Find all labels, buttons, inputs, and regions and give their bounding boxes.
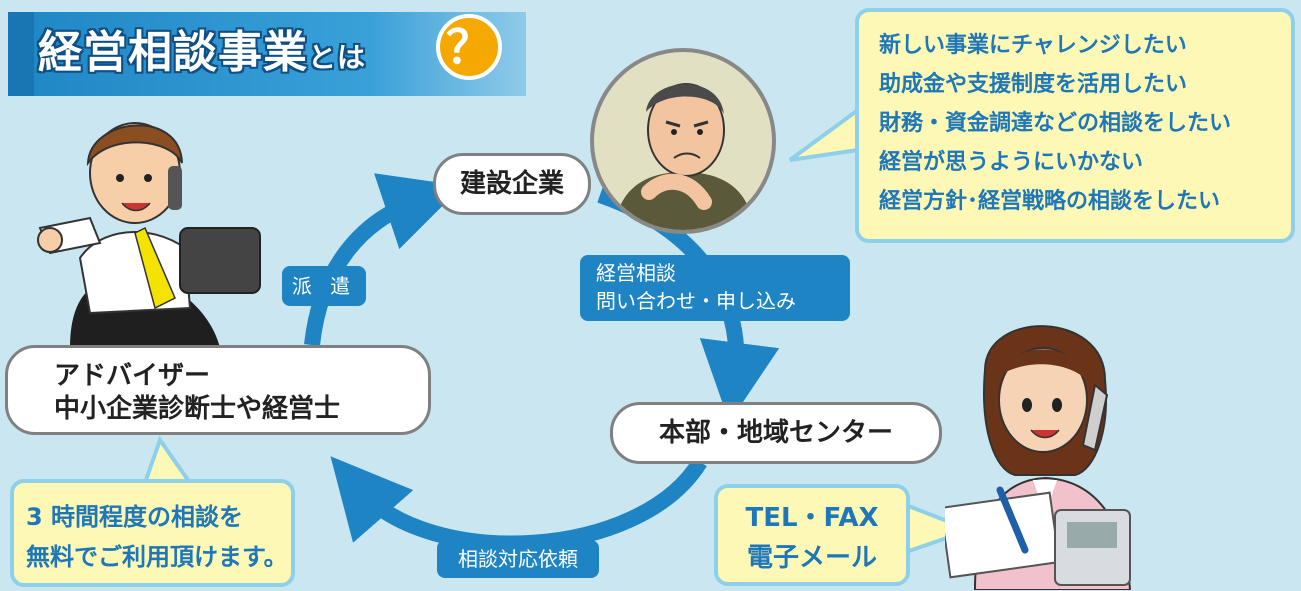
label-dispatch: 派 遣 xyxy=(282,266,366,306)
businessman-on-phone-illustration xyxy=(37,122,261,348)
label-inquiry: 経営相談 問い合わせ・申し込み xyxy=(580,255,850,321)
needs-speech-bubble: 新しい事業にチャレンジしたい 助成金や支援制度を活用したい 財務・資金調達などの… xyxy=(855,8,1295,243)
free-line2: 無料でご利用頂けます。 xyxy=(26,543,288,571)
title-main: 経営相談事業 xyxy=(38,27,308,78)
need-item: 経営方針･経営戦略の相談をしたい xyxy=(879,189,1221,214)
contact-methods-bubble: TEL・FAX 電子メール xyxy=(714,484,910,586)
free-consult-bubble: 3 時間程度の相談を 無料でご利用頂けます。 xyxy=(10,479,295,587)
need-item: 財務・資金調達などの相談をしたい xyxy=(879,111,1232,136)
node-headquarters: 本部・地域センター xyxy=(610,402,942,464)
free-box-tail xyxy=(142,435,194,485)
node-advisor: アドバイザー 中小企業診断士や経営士 xyxy=(5,345,431,435)
page-title: 経営相談事業とは xyxy=(38,16,366,80)
need-item: 新しい事業にチャレンジしたい xyxy=(879,33,1187,58)
inquiry-line2: 問い合わせ・申し込み xyxy=(596,289,796,313)
title-suffix: とは xyxy=(308,41,367,74)
question-mark-icon: ？ xyxy=(436,14,502,80)
advisor-line2: 中小企業診断士や経営士 xyxy=(54,394,341,424)
contact-line1: TEL・FAX xyxy=(745,503,879,533)
label-consult-request: 相談対応依頼 xyxy=(437,540,599,578)
inquiry-line1: 経営相談 xyxy=(596,261,676,285)
advisor-line1: アドバイザー xyxy=(54,361,211,391)
worried-businessman-illustration xyxy=(590,48,776,234)
arrow-hq-to-advisor xyxy=(330,456,707,552)
need-item: 助成金や支援制度を活用したい xyxy=(879,72,1188,97)
need-item: 経営が思うようにいかない xyxy=(879,150,1144,175)
node-construction-company: 建設企業 xyxy=(433,153,591,215)
needs-box-tail xyxy=(788,106,860,162)
operator-woman-illustration xyxy=(945,325,1132,590)
free-line1: 3 時間程度の相談を xyxy=(26,503,244,531)
arrow-advisor-to-company xyxy=(304,173,463,346)
contact-line2: 電子メール xyxy=(746,543,877,573)
